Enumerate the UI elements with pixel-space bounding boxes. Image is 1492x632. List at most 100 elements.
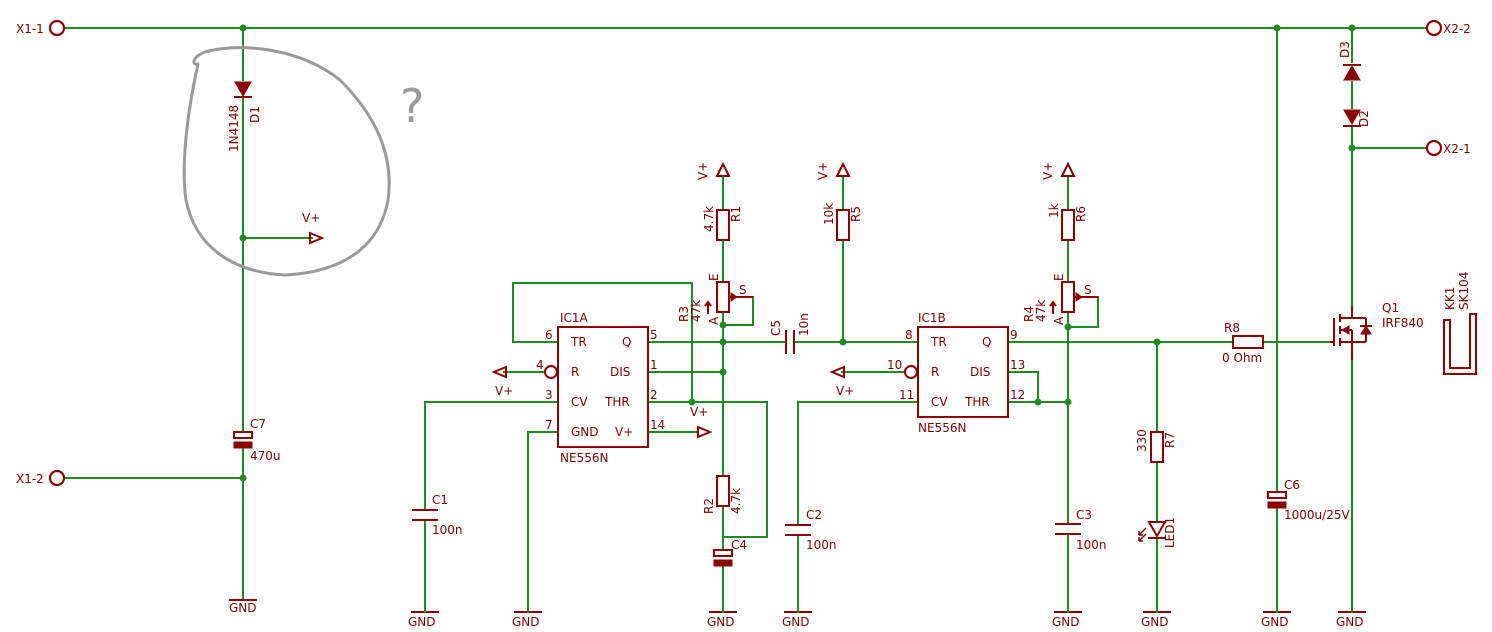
supply-label: V+ — [690, 405, 708, 419]
c2-value: 100n — [806, 538, 837, 552]
ic1a[interactable]: IC1A NE556N TR R CV GND Q DIS THR V+ 6 4… — [536, 311, 665, 465]
ic1a-pin-cv: CV — [571, 395, 588, 409]
c2-name: C2 — [806, 508, 822, 522]
junctions — [239, 24, 1356, 482]
ic1a-part: NE556N — [560, 451, 608, 465]
diode-d1[interactable]: D1 1N4148 — [227, 81, 262, 152]
r7-value: 330 — [1135, 429, 1149, 452]
ground-label: GND — [229, 601, 257, 615]
terminal-x1-1[interactable]: X1-1 — [16, 19, 66, 37]
r5-name: R5 — [849, 206, 863, 222]
resistor-r5[interactable]: R5 10k — [822, 203, 863, 241]
terminal-x1-2[interactable]: X1-2 — [16, 469, 66, 487]
q1-name: Q1 — [1382, 301, 1399, 315]
diode-d2[interactable]: D2 — [1343, 109, 1371, 127]
supply-label: V+ — [816, 162, 830, 180]
terminal-x2-2-label: X2-2 — [1443, 22, 1471, 36]
terminal-x2-1[interactable]: X2-1 — [1425, 139, 1471, 157]
capacitor-c3[interactable]: C3 100n — [1055, 508, 1107, 552]
ic1b-pin-thr: THR — [964, 395, 990, 409]
supply-label: V+ — [696, 162, 710, 180]
resistor-r7[interactable]: R7 330 — [1135, 429, 1177, 463]
ic1a-pin-dis: DIS — [610, 365, 630, 379]
ic1a-pin-q: Q — [622, 335, 631, 349]
ground-symbol: GND — [229, 599, 257, 615]
supply-label: V+ — [836, 384, 854, 398]
ground-label: GND — [408, 615, 436, 629]
junction-dot — [239, 474, 247, 482]
resistor-r8[interactable]: R8 0 Ohm — [1222, 321, 1264, 365]
supply-arrow: V+ — [690, 405, 713, 439]
ic1a-num-dis: 1 — [650, 358, 658, 372]
resistor-r2[interactable]: R2 4.7k — [702, 475, 743, 514]
ic1a-num-thr: 2 — [650, 388, 658, 402]
r2-value: 4.7k — [729, 488, 743, 514]
ic1a-pin-vcc: V+ — [615, 425, 633, 439]
ground-label: GND — [1336, 615, 1364, 629]
capacitor-c1[interactable]: C1 100n — [412, 493, 463, 537]
ic1b-num-dis: 13 — [1010, 358, 1025, 372]
capacitor-c2[interactable]: C2 100n — [785, 508, 837, 552]
r5-value: 10k — [822, 203, 836, 225]
ic1b-pin-r: R — [931, 365, 939, 379]
ic1b-num-thr: 12 — [1010, 388, 1025, 402]
c4-name: C4 — [731, 538, 747, 552]
junction-dot — [1273, 24, 1281, 32]
heatsink-kk1[interactable]: KK1 SK104 — [1443, 272, 1477, 375]
ic1a-pin-thr: THR — [604, 395, 630, 409]
terminal-x1-2-label: X1-2 — [16, 472, 44, 486]
r3-pin-a: A — [707, 316, 721, 325]
ic1b-name: IC1B — [918, 311, 946, 325]
ground-label: GND — [1141, 615, 1169, 629]
resistor-r6[interactable]: R6 1k — [1047, 203, 1088, 241]
supply-arrow: V+ — [816, 162, 851, 180]
r6-value: 1k — [1047, 203, 1061, 218]
ic1b[interactable]: IC1B NE556N TR R CV Q DIS THR 8 10 11 9 … — [887, 311, 1025, 435]
c7-name: C7 — [250, 417, 266, 431]
capacitor-c7[interactable]: C7 470u — [233, 417, 281, 463]
capacitor-c4[interactable]: C4 — [713, 538, 747, 567]
mosfet-q1[interactable]: Q1 IRF840 — [1330, 301, 1424, 360]
supply-arrow: V+ — [696, 162, 731, 180]
potentiometer-r4[interactable]: R4 47k E A S — [1022, 273, 1098, 325]
ic1b-pin-dis: DIS — [970, 365, 990, 379]
kk1-value: SK104 — [1457, 272, 1471, 310]
capacitor-c5[interactable]: C5 10n — [769, 313, 811, 354]
ic1a-num-r: 4 — [536, 358, 544, 372]
r3-name: R3 — [677, 306, 691, 322]
junction-dot — [239, 24, 247, 32]
resistor-r1[interactable]: R1 4.7k — [702, 206, 743, 241]
supply-arrow: V+ — [302, 211, 325, 245]
led-led1[interactable]: LED1 — [1138, 517, 1177, 548]
diode-d3[interactable]: D3 — [1338, 41, 1361, 81]
r8-value: 0 Ohm — [1222, 351, 1262, 365]
ic1a-num-cv: 3 — [545, 388, 553, 402]
ic1b-num-tr: 8 — [905, 328, 913, 342]
ground-symbols: GND GND GND GND GND GND GND GND GND — [229, 599, 1366, 629]
r2-name: R2 — [702, 498, 716, 514]
potentiometer-r3[interactable]: R3 47k E A S — [677, 273, 753, 325]
ground-symbol: GND — [1336, 599, 1366, 629]
c1-name: C1 — [432, 493, 448, 507]
terminal-x2-1-label: X2-1 — [1443, 142, 1471, 156]
d2-name: D2 — [1357, 110, 1371, 127]
r4-pin-e: E — [1052, 273, 1066, 281]
q1-value: IRF840 — [1382, 316, 1424, 330]
terminal-x2-2[interactable]: X2-2 — [1425, 19, 1471, 37]
junction-dot — [1034, 398, 1042, 406]
ground-label: GND — [707, 615, 735, 629]
d1-name: D1 — [248, 106, 262, 123]
junction-dot — [1064, 398, 1072, 406]
ground-symbol: GND — [512, 599, 542, 629]
ground-label: GND — [1261, 615, 1289, 629]
ic1a-name: IC1A — [560, 311, 589, 325]
capacitor-c6[interactable]: C6 1000u/25V — [1267, 478, 1350, 522]
ic1b-pin-cv: CV — [931, 395, 948, 409]
c3-value: 100n — [1076, 538, 1107, 552]
r4-name: R4 — [1022, 306, 1036, 322]
junction-dot — [688, 398, 696, 406]
c5-value: 10n — [797, 313, 811, 336]
ic1a-num-q: 5 — [650, 328, 658, 342]
ground-label: GND — [512, 615, 540, 629]
c6-value: 1000u/25V — [1284, 508, 1350, 522]
